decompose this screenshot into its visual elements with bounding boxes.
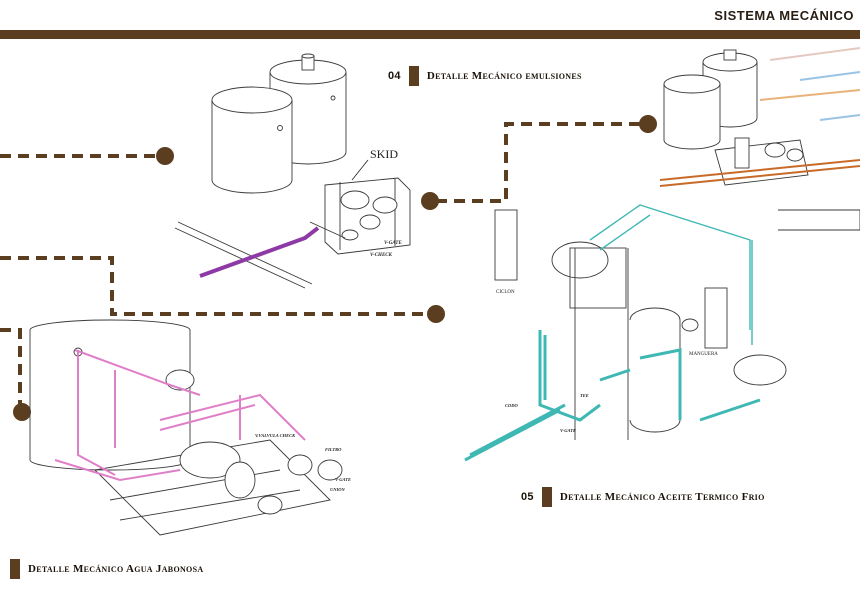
leader-lines — [0, 122, 640, 405]
label-union: UNION — [330, 487, 346, 492]
label-vgate-05: V-GATE — [560, 428, 576, 433]
label-ciclon: CICLON — [496, 290, 515, 295]
label-codo: CODO — [505, 403, 519, 408]
label-vgate: V-GATE — [384, 241, 402, 246]
label-filtro: FILTRO — [325, 447, 342, 452]
pink-pipes — [54, 349, 306, 482]
detail-emulsiones — [174, 53, 411, 289]
caption-04: 04 Detalle Mecánico emulsiones — [388, 66, 582, 86]
label-tee: TEE — [580, 393, 589, 398]
label-valvula-check: V.VALVULA CHECK — [255, 433, 296, 438]
label-skid: SKID — [370, 147, 398, 161]
caption-number: 04 — [388, 70, 401, 82]
caption-text: Detalle Mecánico Aceite Termico Frio — [559, 491, 765, 503]
caption-bar — [541, 487, 552, 507]
caption-bar — [10, 559, 20, 579]
detail-aceite-termico — [494, 209, 860, 440]
caption-number: 05 — [521, 491, 534, 503]
label-vgate-aj: V-GATE — [335, 477, 351, 482]
colored-pipes-top-right — [659, 47, 860, 187]
header-band — [0, 30, 860, 39]
label-manguera: MANGUERA — [689, 352, 718, 357]
page-title: SISTEMA MECÁNICO — [714, 8, 854, 23]
caption-agua-jabonosa: Detalle Mecánico Agua Jabonosa — [10, 559, 203, 579]
detail-agua-jabonosa — [29, 319, 343, 536]
skid-leader — [351, 159, 369, 181]
leader-dots — [13, 115, 657, 421]
caption-05: 05 Detalle Mecánico Aceite Termico Frio — [521, 487, 765, 507]
label-vcheck: V-CHECK — [370, 253, 393, 258]
caption-text: Detalle Mecánico Agua Jabonosa — [28, 563, 204, 575]
caption-bar — [408, 66, 419, 86]
caption-text: Detalle Mecánico emulsiones — [426, 70, 582, 82]
teal-thin-pipes — [589, 204, 753, 345]
teal-pipes — [464, 330, 761, 462]
purple-pipe — [199, 226, 320, 278]
detail-emulsiones-color — [663, 49, 809, 186]
